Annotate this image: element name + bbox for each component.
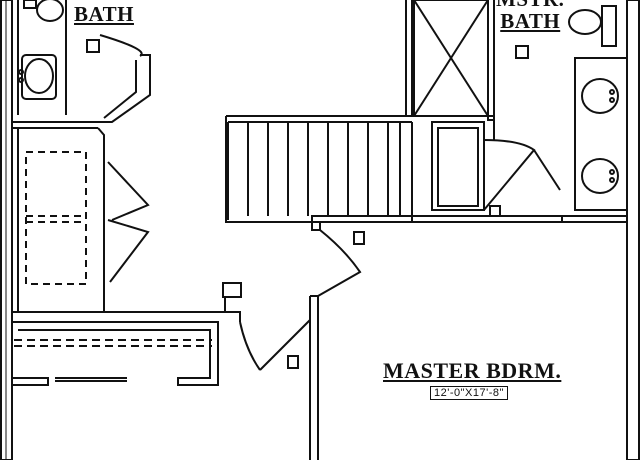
master-bath-label-line2: BATH xyxy=(500,9,561,33)
master-bedroom-label: MASTER BDRM. xyxy=(383,358,562,383)
bath-closet-wall xyxy=(12,121,104,129)
right-exterior-wall xyxy=(626,0,640,460)
master-bedroom-walls xyxy=(287,205,627,460)
master-bath xyxy=(405,0,628,211)
left-bath xyxy=(17,0,151,123)
lower-hall-walls xyxy=(12,282,311,386)
closet xyxy=(17,127,150,312)
bath-label: BATH xyxy=(74,2,134,26)
master-bedroom-dimensions: 12'-0"X17'-8" xyxy=(430,386,508,400)
master-bath-label: MSTR. BATH xyxy=(496,0,564,32)
master-bath-label-line1: MSTR. xyxy=(496,0,564,10)
stair xyxy=(225,115,432,223)
left-exterior-wall xyxy=(0,0,13,460)
